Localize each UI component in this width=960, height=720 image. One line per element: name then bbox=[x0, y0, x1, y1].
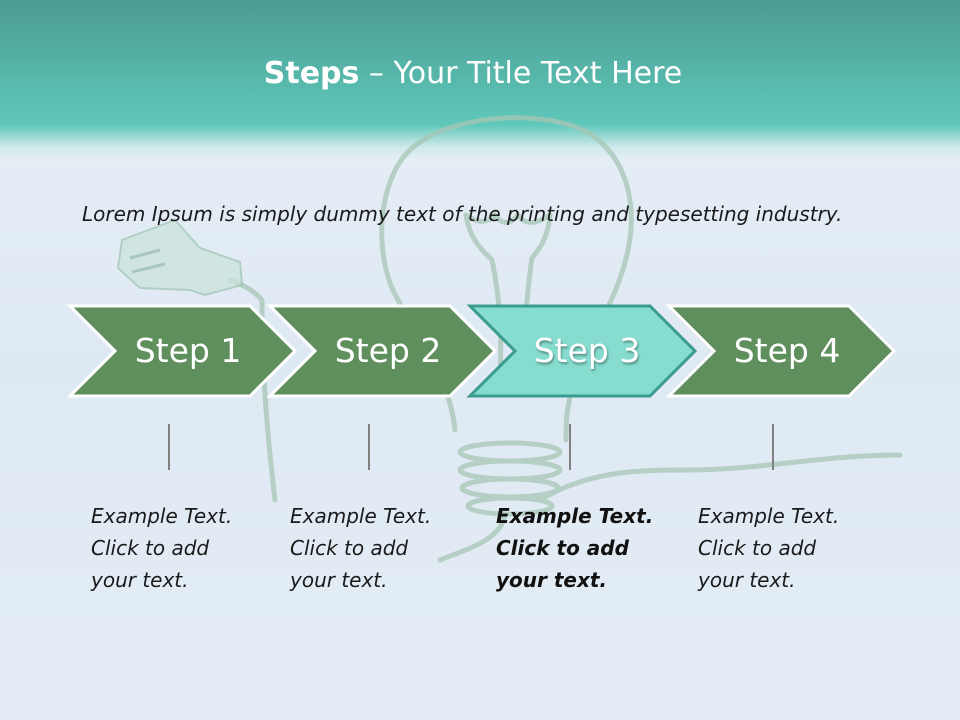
step-4-desc-line2: Click to add bbox=[698, 536, 817, 560]
title-rest: – Your Title Text Here bbox=[359, 56, 683, 91]
step-3-arrow[interactable] bbox=[466, 304, 698, 398]
step-2-desc-line3: your text. bbox=[290, 568, 388, 592]
step-3-desc-line3: your text. bbox=[496, 568, 608, 592]
step-2-description[interactable]: Example Text. Click to add your text. bbox=[290, 500, 470, 596]
step-1-desc-line2: Click to add bbox=[91, 536, 210, 560]
step-4-description[interactable]: Example Text. Click to add your text. bbox=[698, 500, 878, 596]
intro-text[interactable]: Lorem Ipsum is simply dummy text of the … bbox=[82, 202, 843, 226]
step-1-description[interactable]: Example Text. Click to add your text. bbox=[91, 500, 271, 596]
step-3-label[interactable]: Step 3 bbox=[533, 331, 641, 370]
step-2-desc-line2: Click to add bbox=[290, 536, 409, 560]
step-3-connector bbox=[569, 424, 571, 470]
step-2-label[interactable]: Step 2 bbox=[334, 331, 442, 370]
step-2-desc-line1: Example Text. bbox=[290, 504, 432, 528]
step-4-connector bbox=[772, 424, 774, 470]
step-4-desc-line1: Example Text. bbox=[698, 504, 840, 528]
step-1-desc-line1: Example Text. bbox=[91, 504, 233, 528]
step-1-label[interactable]: Step 1 bbox=[134, 331, 242, 370]
title-bold: Steps bbox=[263, 56, 360, 91]
step-1-connector bbox=[168, 424, 170, 470]
step-2-arrow[interactable] bbox=[266, 304, 498, 398]
step-3-description[interactable]: Example Text. Click to add your text. bbox=[496, 500, 676, 596]
step-1-arrow[interactable] bbox=[66, 304, 298, 398]
step-4-arrow[interactable] bbox=[665, 304, 897, 398]
page-title: Steps – Your Title Text Here bbox=[0, 52, 946, 96]
title-banner bbox=[0, 0, 960, 160]
step-2-connector bbox=[368, 424, 370, 470]
step-3-desc-line1: Example Text. bbox=[496, 504, 654, 528]
step-4-desc-line3: your text. bbox=[698, 568, 796, 592]
step-4-label[interactable]: Step 4 bbox=[733, 331, 841, 370]
step-3-desc-line2: Click to add bbox=[496, 536, 629, 560]
step-1-desc-line3: your text. bbox=[91, 568, 189, 592]
